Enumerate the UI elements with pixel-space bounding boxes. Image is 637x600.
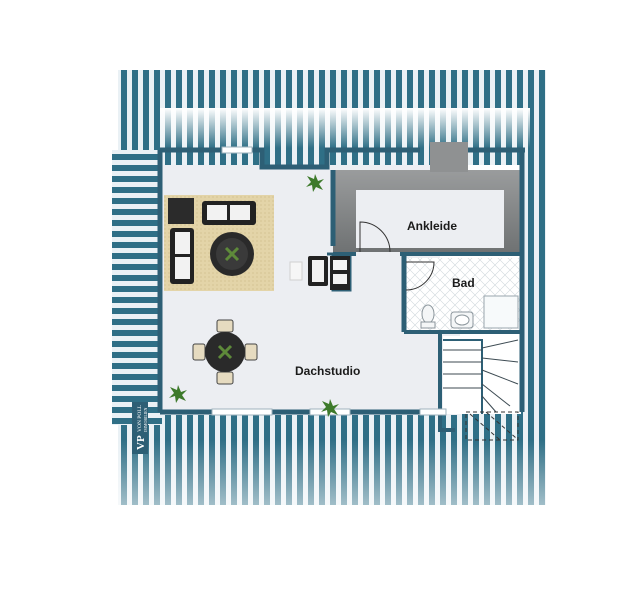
stair-wall <box>438 334 455 432</box>
dining-set <box>192 319 258 385</box>
roof-left <box>112 150 162 425</box>
outer-wall-top <box>160 147 525 170</box>
room-label-bad: Bad <box>452 276 475 290</box>
von-poll-logo: VP VON POLL IMMOBILIEN <box>132 402 148 454</box>
stair-landing <box>465 411 519 441</box>
table-plant-icon <box>217 344 233 360</box>
armchair <box>308 256 328 286</box>
walls <box>157 147 525 432</box>
room-label-dachstudio: Dachstudio <box>295 364 360 378</box>
dining-chair-bottom <box>216 371 234 385</box>
cabinet <box>330 256 350 290</box>
dining-chair-top <box>216 319 234 333</box>
door-bath <box>405 261 435 291</box>
window-top <box>221 146 253 154</box>
tv-stand <box>168 198 194 224</box>
logo-initials: VP <box>135 435 147 450</box>
logo-line2: IMMOBILIEN <box>143 407 148 432</box>
logo-line1: VON POLL <box>137 404 143 432</box>
window-bottom-left <box>211 408 273 416</box>
shower <box>483 295 519 329</box>
sink-icon <box>450 311 474 329</box>
bathroom <box>406 258 520 330</box>
living-area <box>164 195 350 291</box>
room-label-ankleide: Ankleide <box>407 219 457 233</box>
dressing-room <box>333 142 521 252</box>
window-bottom-right <box>419 408 447 416</box>
door-dressing <box>359 221 391 253</box>
toilet-icon <box>420 304 436 329</box>
sofa-top <box>202 201 256 225</box>
roof-fade-bottom <box>118 440 546 505</box>
plant-icon <box>169 385 187 403</box>
dormer-dressing <box>430 142 468 172</box>
dining-chair-right <box>244 343 258 361</box>
dining-chair-left <box>192 343 206 361</box>
side-table <box>289 261 303 281</box>
sofa-left <box>170 228 194 284</box>
dressing-room-floor <box>356 190 504 248</box>
staircase <box>443 336 521 441</box>
doors <box>359 221 435 291</box>
coffee-table <box>210 232 254 276</box>
roof-fade-top <box>160 108 530 148</box>
roof <box>112 70 546 505</box>
plant-icon <box>306 174 324 192</box>
plant-icon <box>321 399 339 417</box>
plants <box>169 174 339 417</box>
